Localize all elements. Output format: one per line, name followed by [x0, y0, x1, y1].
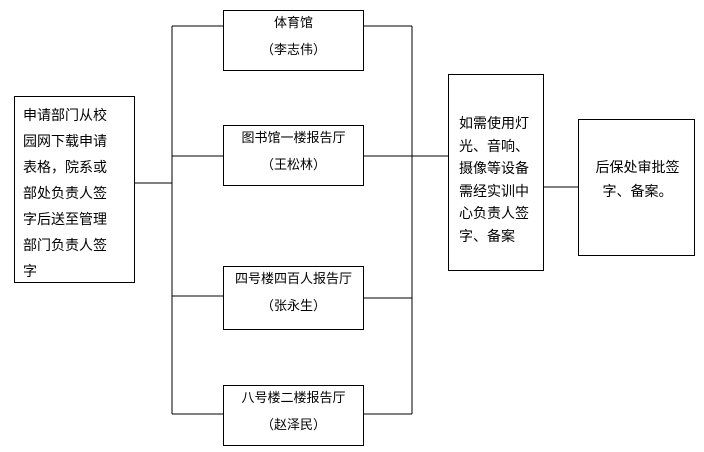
venue-box-building4-hall: 四号楼四百人报告厅 （张永生）	[223, 266, 364, 330]
apply-step-box: 申请部门从校 园网下载申请 表格，院系或 部处负责人签 字后送至管理 部门负责人…	[14, 96, 135, 283]
venue-name: 体育馆	[273, 16, 313, 31]
equipment-line: 摄像等设备	[459, 161, 529, 177]
apply-line: 表格，院系或	[23, 160, 107, 176]
venue-contact: （王松林）	[260, 158, 326, 173]
final-line: 字、备案。	[602, 184, 673, 200]
equipment-line: 字、备案	[459, 228, 515, 245]
apply-line: 园网下载申请	[23, 134, 107, 150]
equipment-line: 光、音响、	[459, 138, 529, 155]
venue-box-library-hall: 图书馆一楼报告厅 （王松林）	[223, 125, 364, 186]
equipment-line: 心负责人签	[459, 206, 529, 222]
venue-contact: （李志伟）	[260, 43, 326, 58]
venue-contact: （赵泽民）	[260, 418, 326, 433]
venue-name: 八号楼二楼报告厅	[241, 391, 346, 406]
apply-line: 部处负责人签	[23, 186, 107, 202]
venue-box-gymnasium: 体育馆 （李志伟）	[223, 10, 364, 71]
equipment-line: 如需使用灯	[459, 116, 529, 132]
apply-line: 部门负责人签	[23, 238, 107, 254]
equipment-step-box: 如需使用灯 光、音响、 摄像等设备 需经实训中 心负责人签 字、备案	[448, 74, 544, 271]
apply-line: 字	[23, 264, 37, 280]
apply-line: 申请部门从校	[23, 108, 107, 124]
equipment-line: 需经实训中	[459, 183, 529, 200]
final-approval-box: 后保处审批签 字、备案。	[578, 119, 695, 256]
venue-contact: （张永生）	[260, 299, 326, 314]
venue-name: 图书馆一楼报告厅	[241, 131, 346, 146]
venue-box-building8-hall: 八号楼二楼报告厅 （赵泽民）	[223, 385, 364, 446]
venue-name: 四号楼四百人报告厅	[234, 272, 352, 287]
apply-line: 字后送至管理	[23, 212, 107, 228]
final-line: 后保处审批签	[595, 160, 680, 176]
